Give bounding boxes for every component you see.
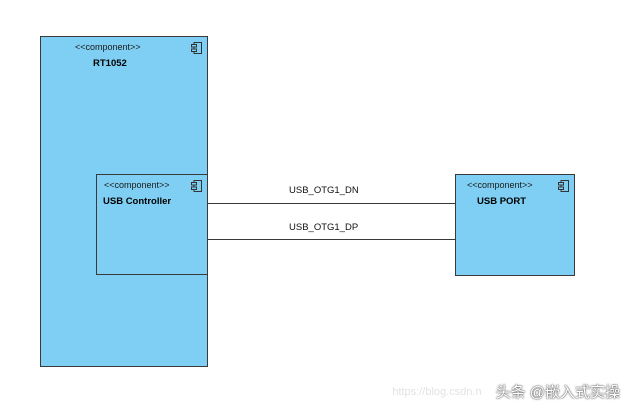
component-icon [191, 180, 202, 192]
usb-controller-name: USB Controller [103, 196, 172, 207]
usb-port-component[interactable]: <<component>> USB PORT [455, 174, 575, 276]
connector-label-dn: USB_OTG1_DN [289, 185, 359, 196]
component-icon [191, 42, 202, 54]
watermark-author: 头条 @嵌入式实操 [495, 384, 620, 401]
connector-label-dp: USB_OTG1_DP [289, 222, 359, 233]
rt1052-stereotype: <<component>> [75, 42, 141, 52]
connector-usb-otg1-dp[interactable] [208, 239, 455, 240]
connector-usb-otg1-dn[interactable] [208, 203, 455, 204]
rt1052-name: RT1052 [93, 58, 127, 69]
watermark-url: https://blog.csdn.n [392, 385, 482, 398]
usb-controller-component[interactable]: <<component>> USB Controller [96, 174, 208, 275]
usb-port-name: USB PORT [477, 196, 527, 207]
component-icon [558, 180, 569, 192]
watermark: https://blog.csdn.n 头条 @嵌入式实操 [392, 381, 620, 402]
usb-controller-stereotype: <<component>> [104, 180, 170, 190]
usb-port-stereotype: <<component>> [467, 180, 533, 190]
